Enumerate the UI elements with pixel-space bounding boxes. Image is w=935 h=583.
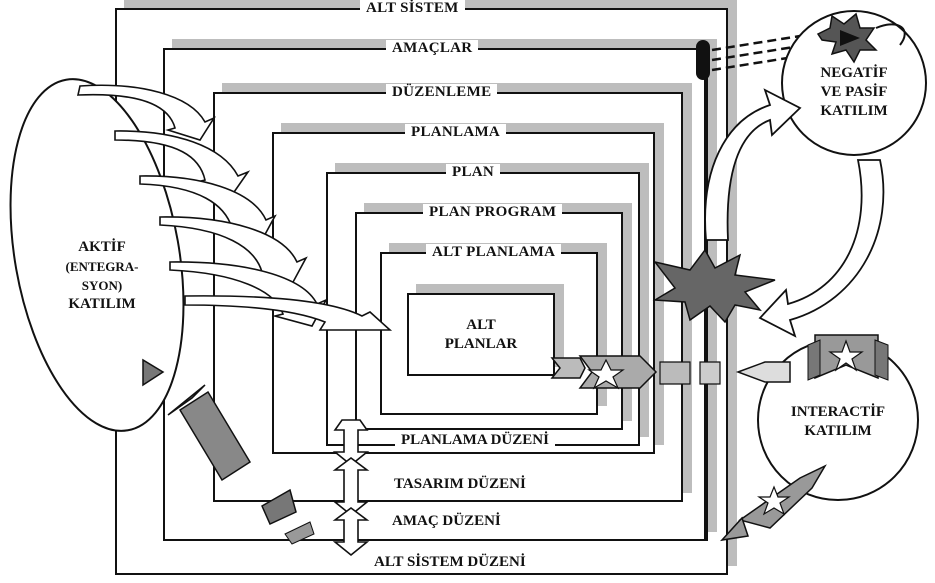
negatif-line-3: KATILIM	[820, 103, 888, 119]
order-arrow-2	[332, 457, 370, 517]
entry-arrow-4	[159, 216, 308, 285]
box-alt-planlar	[407, 293, 555, 376]
entry-arrow-1	[76, 84, 217, 141]
curved-arrow-up	[704, 88, 802, 241]
label-amaclar: AMAÇLAR	[386, 40, 479, 57]
interactif-banner	[807, 334, 889, 381]
entry-arrow-2	[114, 130, 251, 196]
banner-star-icon	[828, 339, 864, 372]
curved-arrow-down	[758, 159, 885, 338]
right-curved-arrows	[704, 88, 885, 338]
order-arrow-3	[332, 507, 370, 557]
aktif-line-2: (ENTEGRA-	[65, 259, 139, 274]
label-planlama-duzeni: PLANLAMA DÜZENİ	[395, 432, 555, 449]
aktif-line-3: SYON)	[81, 278, 123, 293]
label-amac-duzeni: AMAÇ DÜZENİ	[386, 513, 507, 530]
explosion-icon	[652, 248, 776, 324]
label-plan: PLAN	[446, 164, 501, 181]
vertical-order-arrows	[332, 419, 370, 557]
aktif-line-4: KATILIM	[68, 296, 136, 312]
negatif-arrowhead-icon	[840, 30, 860, 46]
negatif-line-2: VE PASİF	[820, 84, 888, 100]
aktif-ellipse	[9, 78, 185, 432]
entry-arrow-6	[184, 295, 393, 331]
label-plan-program: PLAN PROGRAM	[423, 204, 563, 221]
order-arrow-1	[332, 419, 370, 467]
label-alt-planlama: ALT PLANLAMA	[426, 244, 562, 261]
entry-arrow-3	[139, 175, 277, 241]
negatif-label: NEGATİF VE PASİF KATILIM	[804, 64, 904, 121]
negatif-circle	[781, 10, 927, 156]
aktif-label: AKTİF (ENTEGRA- SYON) KATILIM	[52, 238, 152, 314]
diagonal-star-icon	[757, 485, 791, 516]
label-tasarim-duzeni: TASARIM DÜZENİ	[388, 476, 532, 493]
aktif-line-1: AKTİF	[78, 239, 126, 255]
label-alt-sistem-duzeni: ALT SİSTEM DÜZENİ	[368, 554, 532, 571]
label-alt-sistem: ALT SİSTEM	[360, 0, 465, 17]
label-duzenleme: DÜZENLEME	[386, 84, 498, 101]
core-line-1: ALT	[466, 317, 496, 333]
connector-dots	[696, 40, 710, 80]
core-line-2: PLANLAR	[444, 336, 518, 352]
interactif-line-1: INTERACTİF	[790, 404, 886, 420]
interactif-link-arrow	[550, 355, 791, 390]
aktif-triangle-icon	[142, 358, 165, 387]
negatif-line-1: NEGATİF	[820, 65, 888, 81]
label-planlama: PLANLAMA	[405, 124, 507, 141]
entry-arrow-5	[169, 261, 328, 327]
link-star-icon	[587, 358, 625, 390]
interactif-label: INTERACTİF KATILIM	[778, 403, 898, 441]
entry-arrows	[76, 84, 393, 331]
core-label: ALT PLANLAR	[407, 316, 555, 354]
negatif-curl-icon	[875, 23, 906, 46]
lower-left-arrow	[167, 384, 315, 545]
interactif-diagonal-arrow	[720, 464, 827, 542]
interactif-line-2: KATILIM	[804, 423, 872, 439]
